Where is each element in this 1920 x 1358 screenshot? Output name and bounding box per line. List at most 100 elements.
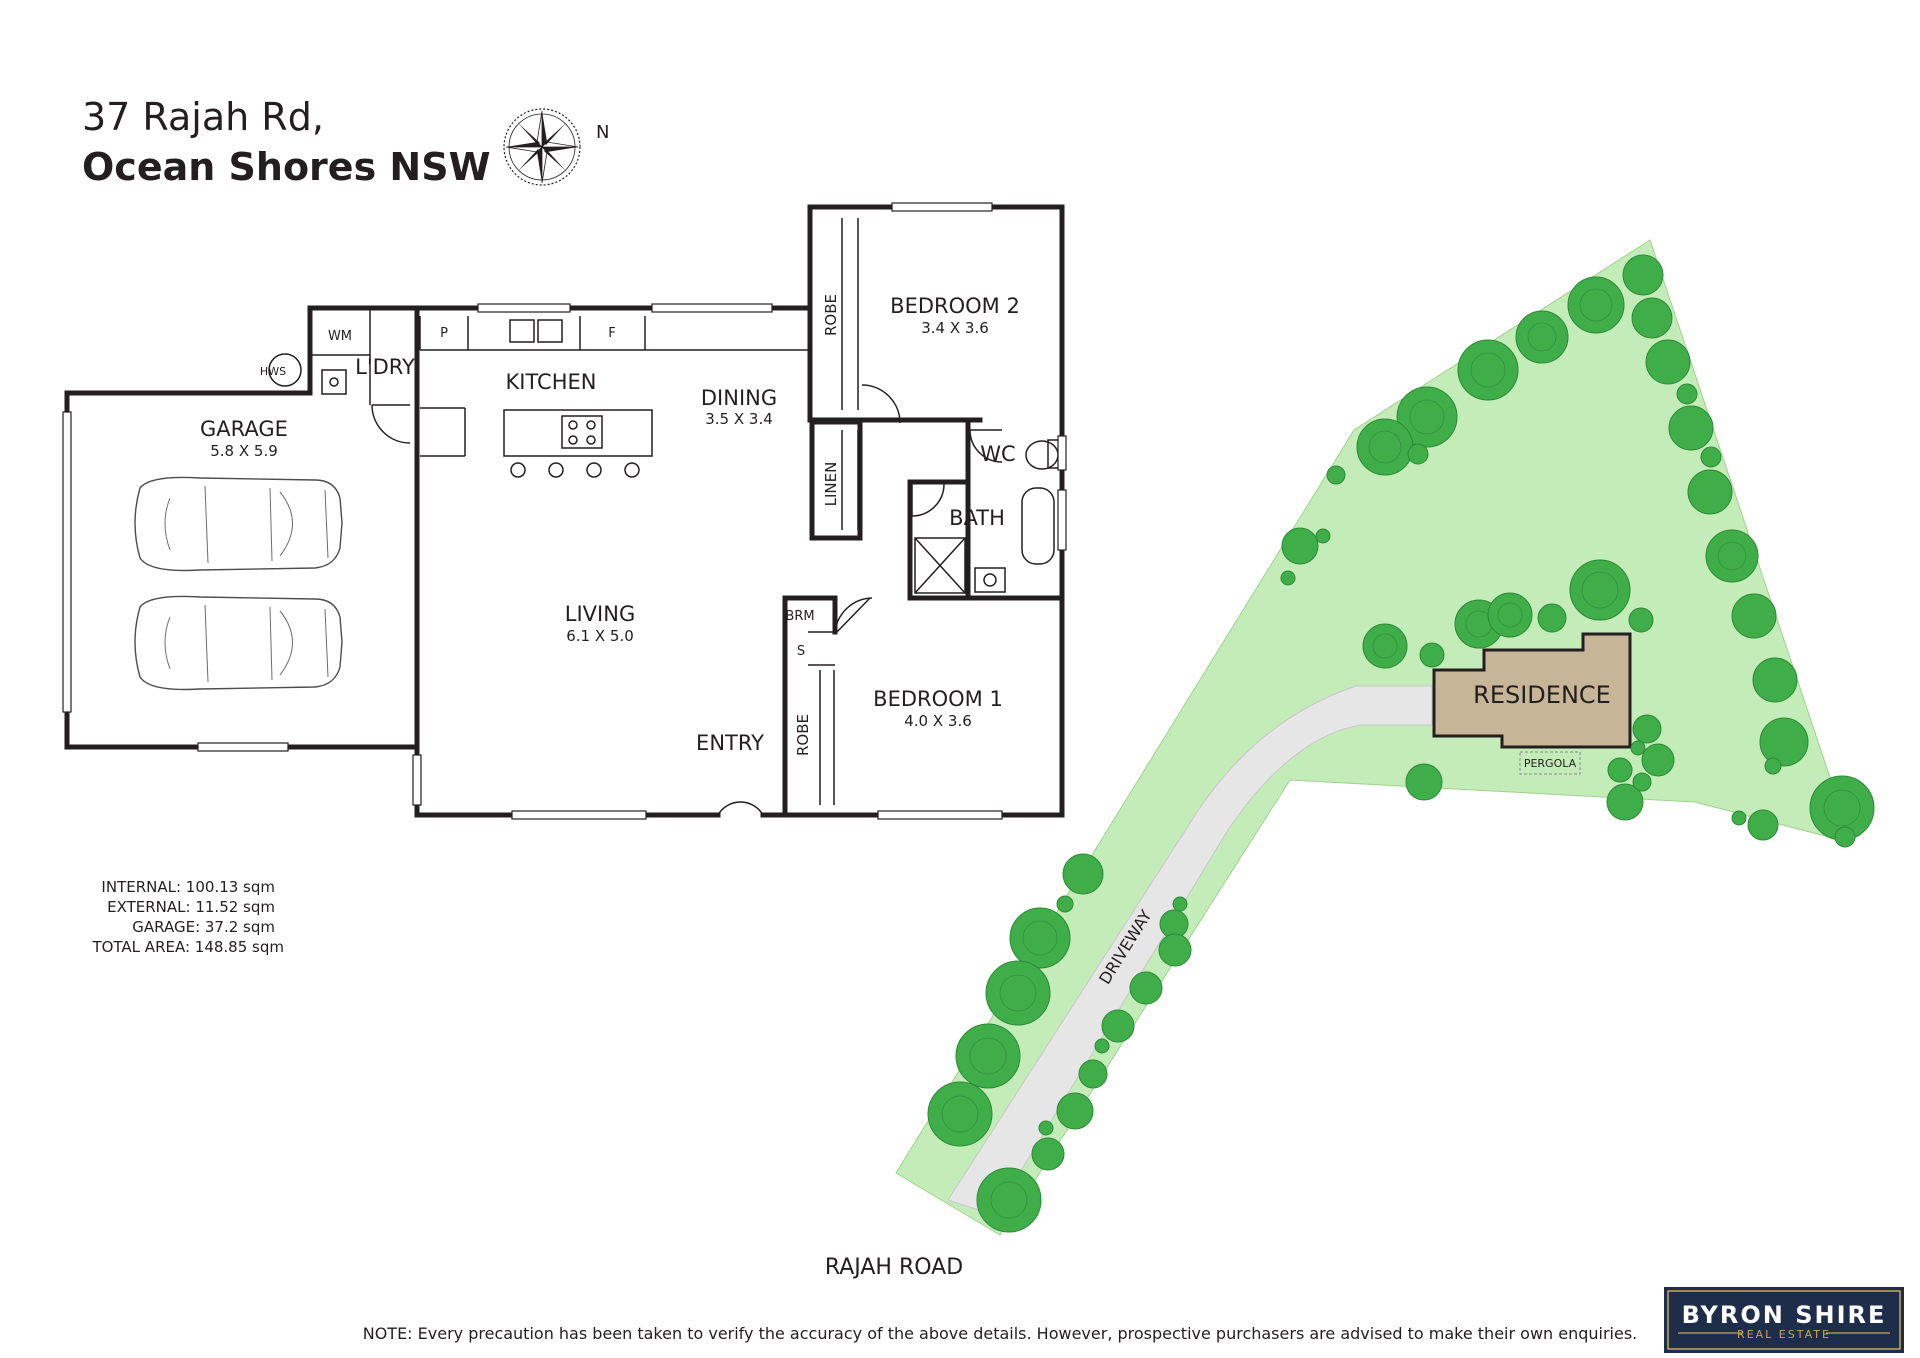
- tree-icon: [1687, 469, 1733, 515]
- tree-icon: [1038, 1120, 1054, 1136]
- doors: [371, 384, 1003, 816]
- tree-icon: [1405, 763, 1443, 801]
- brand-logo: BYRON SHIRE REAL ESTATE: [1664, 1287, 1904, 1353]
- residence-building: [1432, 632, 1632, 749]
- tree-icon: [1731, 810, 1747, 826]
- tree-icon: [1668, 405, 1714, 451]
- tree-icon: [976, 1167, 1042, 1233]
- tree-icon: [1752, 657, 1798, 703]
- room-dims-dining: 3.5 X 3.4: [705, 410, 773, 428]
- area-garage: GARAGE: 37.2 sqm: [132, 918, 275, 936]
- room-dims-bedroom-2: 3.4 X 3.6: [921, 319, 989, 337]
- disclaimer-note: NOTE: Every precaution has been taken to…: [363, 1324, 1638, 1343]
- brand-sub: REAL ESTATE: [1737, 1328, 1831, 1341]
- tree-icon: [1809, 775, 1875, 841]
- room-name-laundry: L'DRY: [355, 355, 415, 379]
- room-name-garage: GARAGE: [200, 417, 288, 441]
- room-dims-bedroom-1: 4.0 X 3.6: [904, 712, 972, 730]
- tree-icon: [1631, 297, 1673, 339]
- label-wm: WM: [328, 329, 352, 344]
- tree-icon: [1419, 642, 1445, 668]
- room-name-wc: WC: [980, 442, 1015, 466]
- address-line-1: 37 Rajah Rd,: [82, 95, 324, 139]
- label-s: S: [797, 644, 805, 659]
- internal-lines: [268, 218, 1061, 805]
- area-internal: INTERNAL: 100.13 sqm: [101, 878, 275, 896]
- tree-icon: [1172, 896, 1188, 912]
- room-name-bedroom-2: BEDROOM 2: [890, 294, 1020, 318]
- tree-icon: [1457, 339, 1519, 401]
- label-robe-top: ROBE: [822, 294, 840, 336]
- site-plan: RESIDENCE PERGOLA DRIVEWAY RAJAH ROAD: [825, 239, 1875, 1280]
- tree-icon: [1676, 383, 1698, 405]
- room-name-entry: ENTRY: [696, 731, 764, 755]
- pergola-outline: [1519, 751, 1581, 775]
- tree-icon: [1630, 740, 1646, 756]
- tree-icon: [1632, 714, 1662, 744]
- car-icon: [134, 595, 343, 691]
- tree-icon: [1567, 276, 1625, 334]
- tree-icon: [1731, 593, 1777, 639]
- room-name-bath: BATH: [949, 506, 1005, 530]
- label-robe-bottom: ROBE: [794, 714, 812, 756]
- room-labels: GARAGE 5.8 X 5.9 KITCHEN DINING 3.5 X 3.…: [200, 294, 1020, 756]
- windows: [62, 202, 1067, 820]
- tree-icon: [1101, 1009, 1135, 1043]
- tree-icon: [1407, 443, 1429, 465]
- tree-icon: [1632, 772, 1652, 792]
- tree-icon: [1094, 1038, 1110, 1054]
- address-line-2: Ocean Shores NSW: [82, 145, 491, 189]
- tree-icon: [1747, 809, 1779, 841]
- room-name-living: LIVING: [565, 602, 635, 626]
- tree-icon: [1326, 465, 1346, 485]
- tree-icon: [1056, 1092, 1094, 1130]
- pergola-label: PERGOLA: [1524, 757, 1577, 770]
- tree-icon: [1537, 603, 1567, 633]
- tree-icon: [985, 960, 1051, 1026]
- tree-icon: [1487, 592, 1533, 638]
- room-name-kitchen: KITCHEN: [506, 370, 597, 394]
- area-external: EXTERNAL: 11.52 sqm: [107, 898, 275, 916]
- tree-icon: [1645, 339, 1691, 385]
- tree-icon: [1622, 254, 1664, 296]
- tree-icon: [1362, 623, 1408, 669]
- tree-icon: [1569, 559, 1631, 621]
- tree-icon: [1315, 528, 1331, 544]
- car-icon: [134, 476, 343, 572]
- tree-icon: [1062, 853, 1104, 895]
- tree-icon: [1759, 717, 1809, 767]
- tree-icon: [927, 1081, 993, 1147]
- tree-icon: [1606, 783, 1644, 821]
- label-hws: HWS: [260, 365, 286, 378]
- room-dims-garage: 5.8 X 5.9: [210, 442, 278, 460]
- tree-icon: [1129, 971, 1163, 1005]
- tree-icon: [1641, 743, 1675, 777]
- driveway-path: [947, 685, 1433, 1216]
- road-label: RAJAH ROAD: [825, 1255, 963, 1280]
- area-summary: INTERNAL: 100.13 sqm EXTERNAL: 11.52 sqm…: [91, 878, 284, 956]
- tree-icon: [955, 1023, 1021, 1089]
- label-pantry: P: [440, 326, 448, 341]
- area-total: TOTAL AREA: 148.85 sqm: [91, 938, 284, 956]
- tree-icon: [1281, 527, 1319, 565]
- brand-main: BYRON SHIRE: [1682, 1301, 1887, 1329]
- tree-icon: [1158, 933, 1192, 967]
- label-fridge: F: [608, 326, 615, 341]
- tree-icon: [1280, 570, 1296, 586]
- residence-label: RESIDENCE: [1473, 681, 1611, 709]
- tree-icon: [1834, 826, 1856, 848]
- room-name-dining: DINING: [701, 386, 777, 410]
- tree-icon: [1078, 1059, 1108, 1089]
- compass-icon: [503, 108, 581, 186]
- tree-icon: [1700, 446, 1722, 468]
- tree-icon: [1356, 418, 1414, 476]
- trees: [927, 254, 1875, 1233]
- tree-icon: [1764, 757, 1782, 775]
- room-name-bedroom-1: BEDROOM 1: [873, 687, 1003, 711]
- tree-icon: [1628, 607, 1654, 633]
- label-linen: LINEN: [822, 462, 840, 507]
- north-label: N: [596, 122, 609, 143]
- tree-icon: [1607, 757, 1633, 783]
- label-brm: BRM: [785, 609, 814, 624]
